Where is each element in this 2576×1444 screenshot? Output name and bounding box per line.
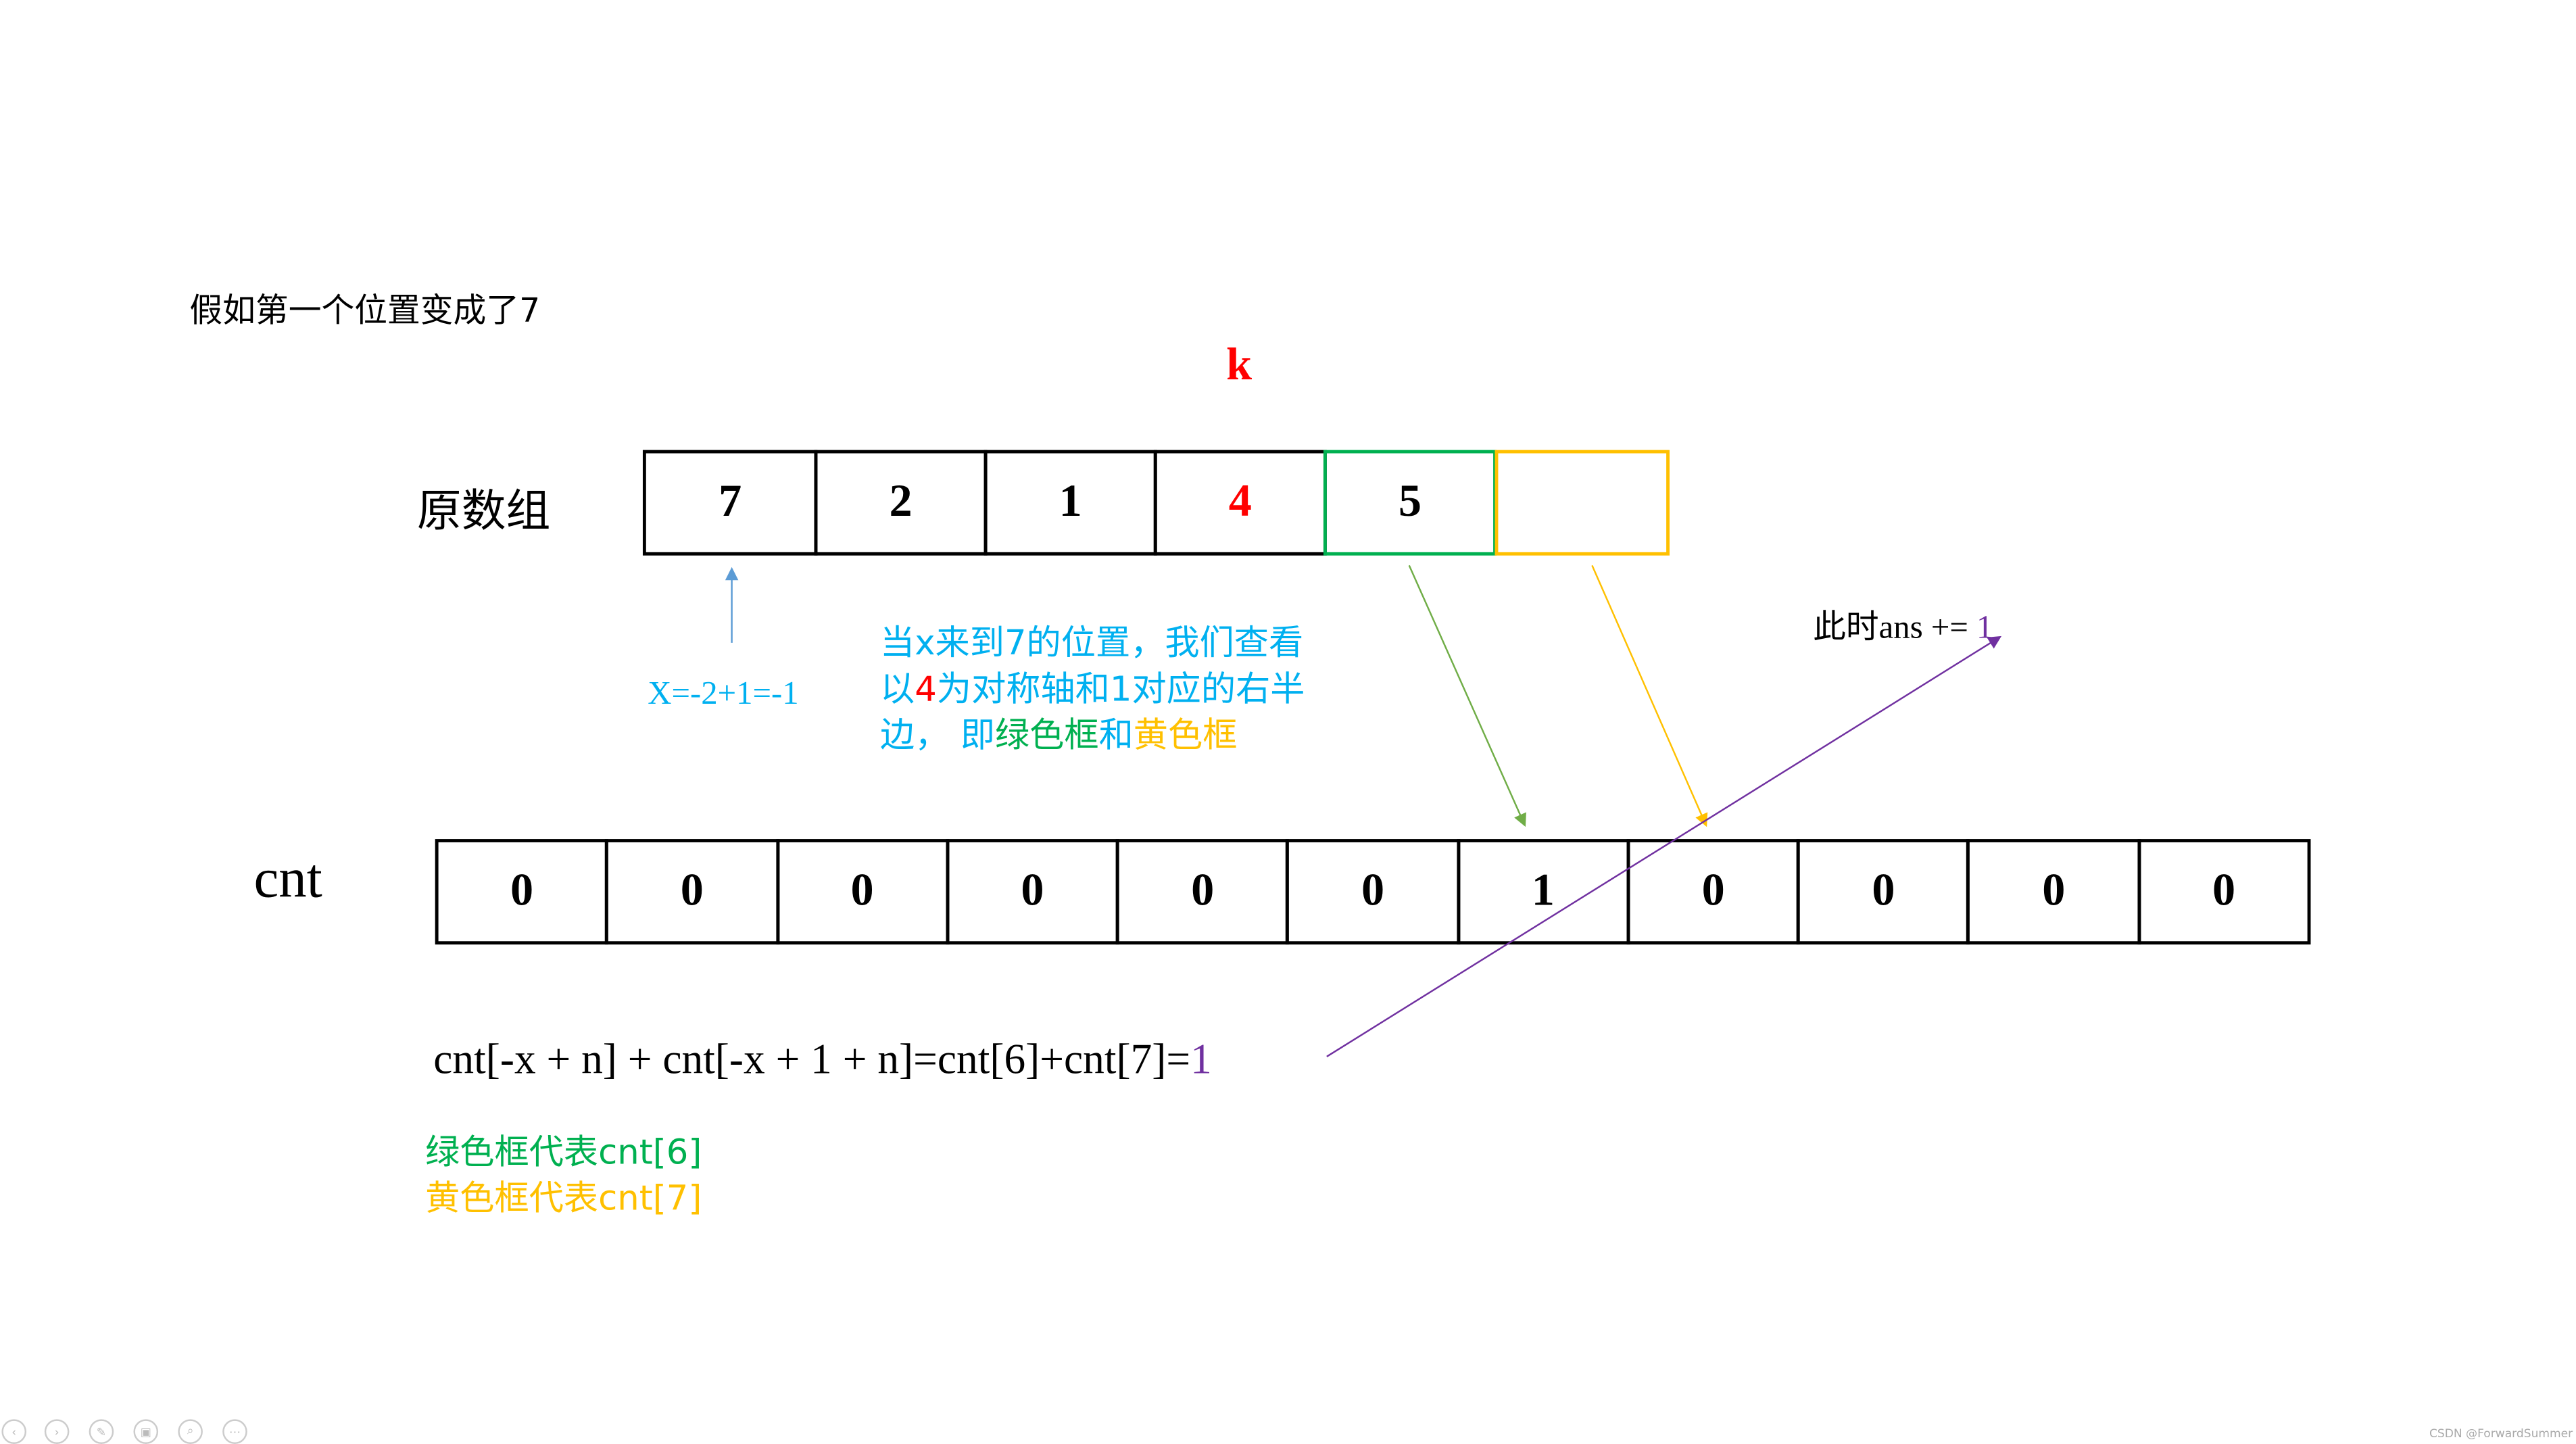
text: 为对称轴和1对应的右半	[936, 669, 1305, 709]
k-label: k	[1226, 339, 1253, 391]
zoom-icon[interactable]: ⌕	[178, 1419, 203, 1444]
array-cell-green-box: 5	[1323, 450, 1497, 556]
formula-value: 1	[1190, 1035, 1212, 1083]
yellow-arrow	[1591, 564, 1708, 827]
purple-arrow	[1326, 635, 2002, 1057]
green-arrow	[1408, 564, 1526, 827]
explanation-line: 以4为对称轴和1对应的右半	[880, 666, 1305, 712]
text: 边， 即	[880, 715, 995, 755]
explanation-line: 当x来到7的位置，我们查看	[880, 623, 1304, 663]
legend-green: 绿色框代表cnt[6]	[425, 1132, 702, 1172]
array-cell-yellow-box	[1494, 450, 1670, 556]
cnt-label: cnt	[253, 848, 322, 910]
slide-title: 假如第一个位置变成了7	[189, 290, 541, 330]
array-cell-k: 4	[1153, 450, 1327, 556]
explanation: 当x来到7的位置，我们查看 以4为对称轴和1对应的右半 边， 即绿色框和黄色框	[880, 620, 1305, 759]
text: 和	[1098, 715, 1134, 755]
text: cnt[-x + n] + cnt[-x + 1 + n]=cnt[6]+cnt…	[433, 1035, 1191, 1083]
legend-yellow: 黄色框代表cnt[7]	[425, 1178, 702, 1218]
slides-icon[interactable]: ▣	[133, 1419, 159, 1444]
next-icon[interactable]: ›	[44, 1419, 70, 1444]
yellow-box-text: 黄色框	[1133, 715, 1238, 755]
watermark: CSDN @ForwardSummer	[2429, 1427, 2573, 1441]
k-value: 4	[915, 669, 937, 709]
ans-text: 此时ans += 1	[1813, 600, 1993, 648]
explanation-line: 边， 即绿色框和黄色框	[880, 712, 1305, 758]
green-box-text: 绿色框	[994, 715, 1099, 755]
pen-icon[interactable]: ✎	[89, 1419, 114, 1444]
text: 此时ans +=	[1813, 610, 1977, 646]
text: 以	[880, 669, 915, 709]
prev-icon[interactable]: ‹	[1, 1419, 27, 1444]
array-label: 原数组	[416, 486, 551, 537]
more-icon[interactable]: ⋯	[222, 1419, 247, 1444]
cnt-cell: 0	[2137, 839, 2311, 945]
formula: cnt[-x + n] + cnt[-x + 1 + n]=cnt[6]+cnt…	[433, 1035, 1212, 1084]
x-formula: X=-2+1=-1	[648, 675, 799, 713]
